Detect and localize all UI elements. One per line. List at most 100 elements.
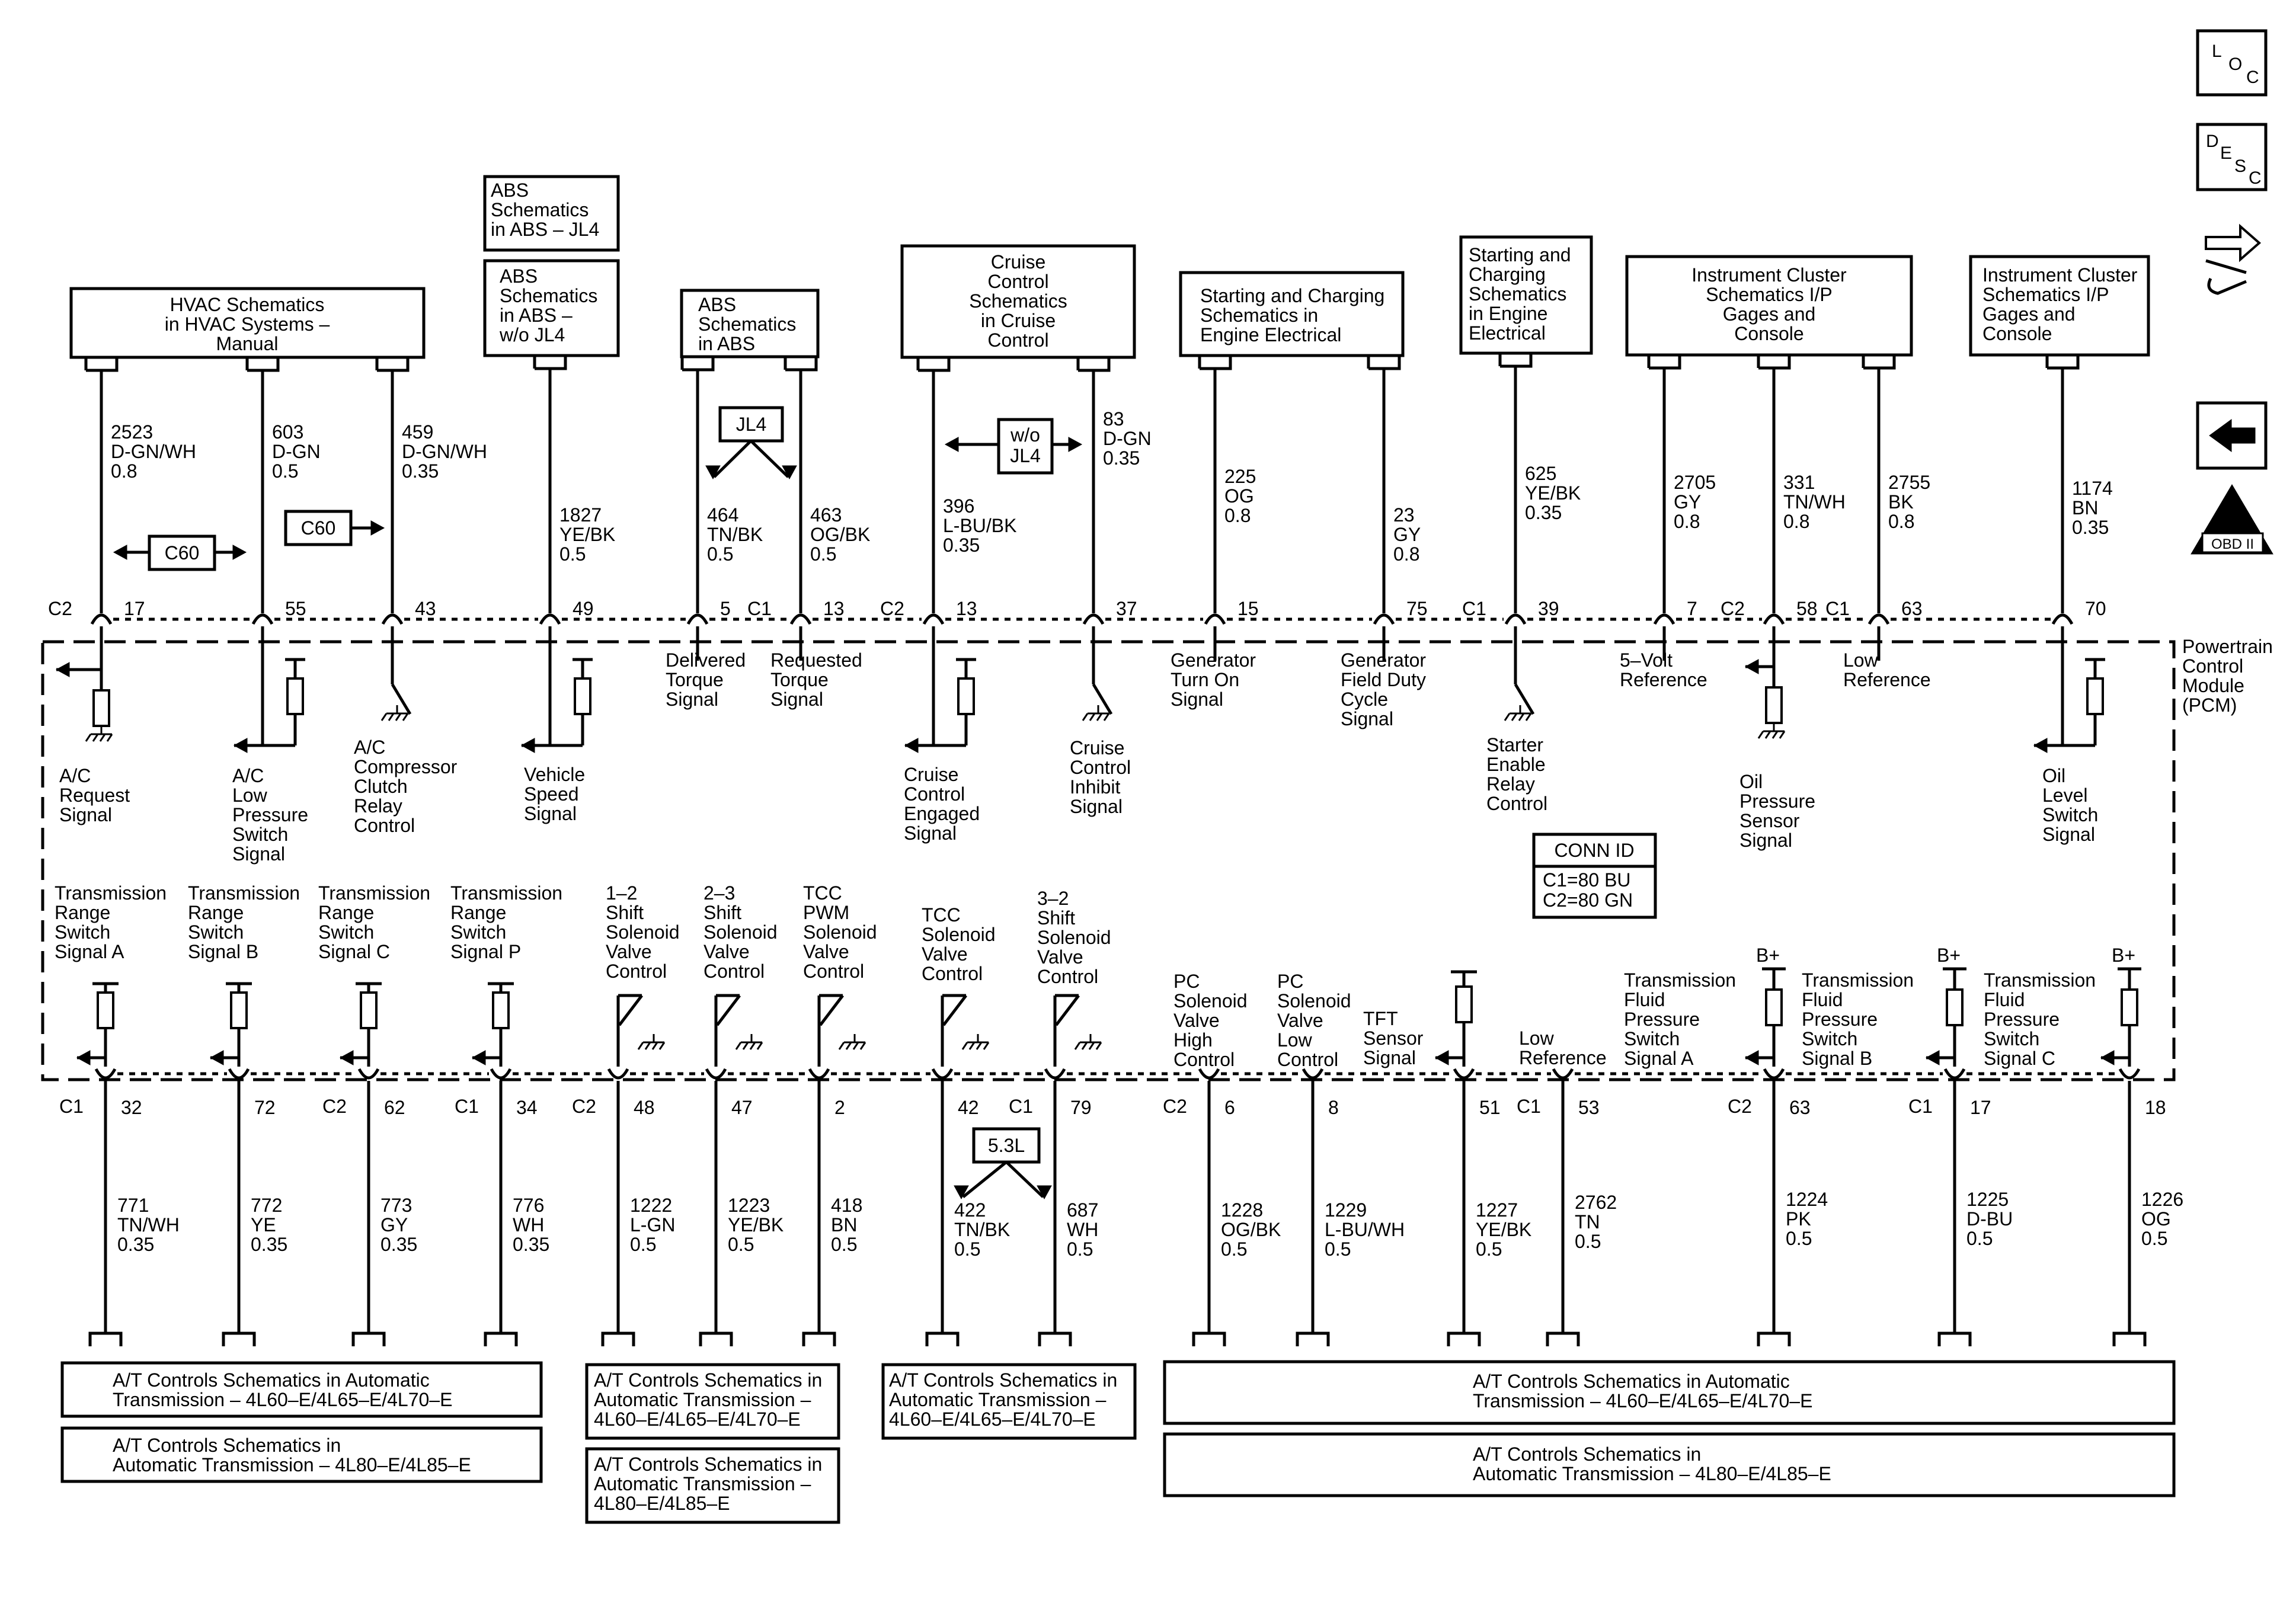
reference-box-bottom <box>585 1363 840 1440</box>
signal-label: Signal P <box>450 941 521 962</box>
circuit-number: 23 <box>1393 504 1415 526</box>
terminal-arc <box>1868 613 1890 625</box>
reference-box-label: A/T Controls Schematics in Automatic <box>113 1369 430 1391</box>
option-tag-wo-jl4-label: JL4 <box>1010 445 1041 466</box>
reference-box-label: Starting and <box>1469 244 1571 265</box>
wire-color: GY <box>1674 491 1701 513</box>
reference-box-label: Cruise <box>991 251 1045 273</box>
arrow-head <box>954 1185 969 1200</box>
switch-symbol <box>1055 994 1080 1026</box>
connector-id: C2 <box>1163 1096 1187 1117</box>
connector-id: C1 <box>747 598 772 619</box>
wire-color: OG <box>2141 1208 2171 1230</box>
wire-gauge: 0.5 <box>707 543 733 565</box>
wire-color: GY <box>1393 524 1421 545</box>
arrow-head <box>1068 437 1083 452</box>
ground-symbol <box>1074 1041 1102 1050</box>
signal-label: Low <box>1277 1029 1313 1051</box>
reference-box-top <box>900 244 1136 359</box>
reference-box-label: ABS <box>491 180 529 201</box>
pin-number: 48 <box>634 1097 655 1118</box>
wire-color: L-BU/WH <box>1325 1219 1405 1240</box>
wire-gauge: 0.5 <box>1067 1238 1093 1260</box>
wire-color: YE/BK <box>1476 1219 1531 1240</box>
reference-box-top <box>1969 255 2150 357</box>
signal-label: Solenoid <box>1277 990 1351 1012</box>
terminal-arc <box>90 613 113 625</box>
signal-label: Level <box>2042 785 2088 806</box>
circuit-number: 2755 <box>1888 472 1930 493</box>
pin-number: 62 <box>384 1097 405 1118</box>
arrow-head <box>76 1050 91 1065</box>
reference-box-label: Starting and Charging <box>1200 285 1384 306</box>
reference-box-label: Transmission – 4L60–E/4L65–E/4L70–E <box>113 1389 452 1410</box>
terminal-arc <box>1504 613 1527 625</box>
reference-box-label: Automatic Transmission – <box>889 1389 1107 1410</box>
terminal-arc <box>1943 1068 1966 1080</box>
signal-label: Valve <box>1277 1010 1323 1031</box>
reference-box-label: in ABS <box>698 333 755 354</box>
switch-symbol <box>942 994 967 1026</box>
terminal-arc <box>686 613 709 625</box>
conn-id-line: C2=80 GN <box>1543 889 1633 911</box>
terminal-arc <box>1653 613 1675 625</box>
signal-label: Switch <box>1802 1028 1857 1049</box>
pin-number: 7 <box>1687 598 1697 619</box>
arrow-head <box>113 545 127 560</box>
harness-connector <box>84 357 119 372</box>
reference-box-label: in HVAC Systems – <box>165 313 330 335</box>
signal-label: Signal B <box>188 941 258 962</box>
wire-gauge: 0.5 <box>2141 1228 2167 1249</box>
arrow-head <box>370 520 385 536</box>
reference-box-label: Electrical <box>1469 322 1546 344</box>
arrow-head <box>233 738 248 753</box>
wire-color: TN <box>1575 1211 1600 1233</box>
arrow-head <box>705 465 721 480</box>
ground-symbol <box>85 733 113 742</box>
option-tag-5-3l-label: 5.3L <box>988 1135 1025 1156</box>
harness-connector <box>1757 355 1791 370</box>
bplus-label: B+ <box>1756 945 1780 966</box>
pin-number: 18 <box>2145 1097 2166 1118</box>
bottom-wire-772: 772YE0.3572TransmissionRangeSwitchSignal… <box>188 882 300 1346</box>
bplus-label: B+ <box>1937 945 1961 966</box>
reference-box-label: Schematics in <box>1200 305 1318 326</box>
signal-label: Sensor <box>1363 1028 1424 1049</box>
arrow-head <box>2033 738 2048 753</box>
signal-label: Enable <box>1486 754 1546 775</box>
obd-ii-numeral: II <box>2225 505 2239 532</box>
terminal-arc <box>1044 1068 1066 1080</box>
signal-label: Signal <box>666 689 718 710</box>
resistor-symbol <box>97 991 114 1029</box>
option-tag-wo-jl4-label: w/o <box>1010 424 1040 446</box>
arrow-head <box>944 437 959 452</box>
wire-color: D-BU <box>1966 1208 2013 1230</box>
signal-label: Pressure <box>232 804 308 825</box>
reference-box-label: Automatic Transmission – <box>594 1389 811 1410</box>
circuit-number: 1223 <box>728 1195 770 1216</box>
signal-label: Valve <box>1037 946 1083 968</box>
ground-symbol <box>637 1041 666 1050</box>
reference-box-top <box>680 289 820 359</box>
pin-number: 58 <box>1796 598 1818 619</box>
circuit-number: 418 <box>831 1195 862 1216</box>
signal-label: Requested <box>770 649 862 671</box>
option-tag-5-3l <box>972 1127 1041 1164</box>
reference-box-top <box>1625 255 1913 357</box>
signal-label: Signal <box>904 822 957 844</box>
wire-gauge: 0.8 <box>1224 505 1251 526</box>
signal-label: Torque <box>770 669 829 690</box>
ground-symbol <box>961 1041 990 1050</box>
arrow-head <box>904 738 919 753</box>
signal-label: Control <box>922 963 983 984</box>
resistor-symbol <box>1765 686 1783 724</box>
circuit-number: 1222 <box>630 1195 672 1216</box>
pin-number: 8 <box>1328 1097 1339 1118</box>
signal-label: Range <box>188 902 244 923</box>
signal-label: Generator <box>1341 649 1426 671</box>
wrench-icon <box>2205 259 2247 295</box>
